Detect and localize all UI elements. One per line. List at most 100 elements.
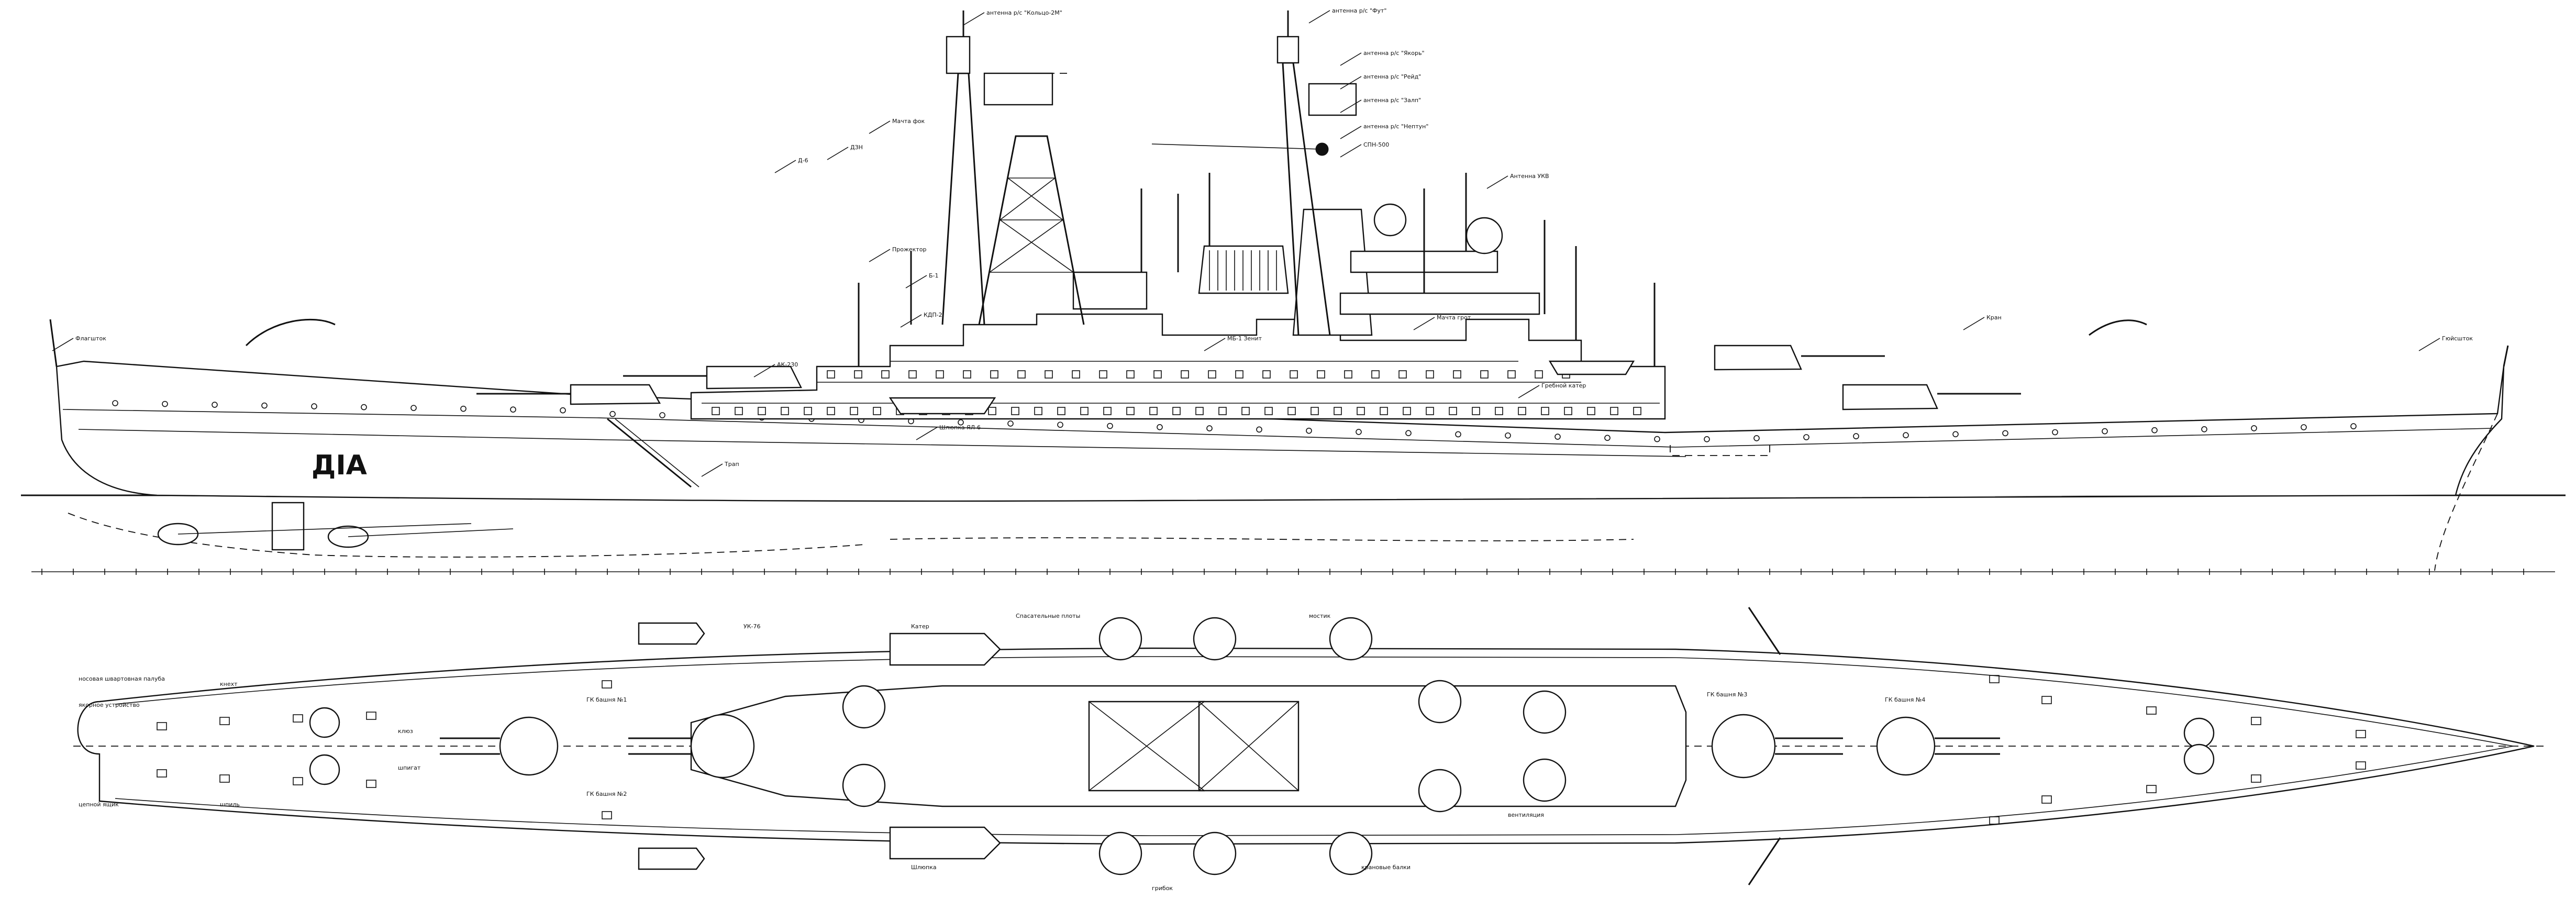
motor-boat-side — [889, 397, 996, 415]
mainmast-platform — [983, 72, 1053, 106]
mainmast-antenna-box — [946, 36, 971, 74]
window — [1218, 407, 1227, 415]
bridge-deck — [1339, 292, 1540, 315]
leader-line — [2418, 338, 2440, 351]
side-annotation-text: антенна р/с "Нептун" — [1363, 123, 1428, 130]
window — [1357, 407, 1365, 415]
window — [1235, 370, 1243, 379]
foremast-antenna-box — [1276, 36, 1300, 64]
side-annotation-text: КДП-2 — [924, 312, 942, 318]
porthole — [2002, 430, 2008, 437]
window — [1535, 370, 1543, 379]
secondary-mount — [1523, 758, 1567, 802]
deck-fitting — [2041, 795, 2052, 804]
window — [936, 370, 944, 379]
fwd-turret-1 — [1842, 384, 1938, 410]
side-annotation-text: антенна р/с "Кольцо-2М" — [986, 9, 1062, 16]
deck-edge-inner-bottom — [115, 746, 2514, 836]
plan-annotation-text: цепной ящик — [79, 801, 119, 808]
side-annotation-text: Мачта фок — [892, 118, 925, 125]
porthole — [311, 403, 317, 409]
porthole — [1455, 431, 1461, 438]
window — [1453, 370, 1461, 379]
porthole — [1505, 432, 1511, 439]
window — [1317, 370, 1325, 379]
capstan — [2183, 717, 2215, 749]
secondary-mount — [1523, 690, 1567, 734]
window — [1103, 407, 1112, 415]
side-annotation-text: Гребной катер — [1541, 382, 1586, 389]
porthole — [1803, 434, 1809, 440]
capstan — [309, 754, 340, 785]
window — [1195, 407, 1204, 415]
window — [1287, 407, 1296, 415]
window — [1472, 407, 1480, 415]
porthole — [460, 405, 467, 412]
funnel-plan-cross — [1089, 701, 1299, 791]
secondary-mounts-plan — [842, 617, 1567, 875]
stem-underwater-dashed — [2434, 413, 2498, 571]
window — [804, 407, 812, 415]
secondary-mount — [1193, 831, 1237, 875]
leader-line — [963, 12, 985, 26]
window — [1518, 407, 1526, 415]
mainmast-pole — [941, 72, 985, 325]
porthole — [2251, 425, 2257, 431]
plan-annotation-text: якорное устройство — [79, 702, 140, 708]
window — [1610, 407, 1618, 415]
porthole — [1206, 425, 1213, 431]
window — [908, 370, 917, 379]
porthole — [1107, 423, 1113, 429]
turrets-plan — [440, 714, 2000, 779]
forward-deck-bracket — [1670, 445, 1770, 456]
plan-annotation-text: ГК башня №2 — [586, 791, 627, 797]
leader-line — [1308, 10, 1330, 24]
hull-sheer-line — [62, 409, 2493, 448]
accommodation-ladder — [607, 418, 692, 488]
porthole — [2052, 429, 2058, 436]
porthole — [2201, 426, 2207, 432]
accommodation-ladder-rail — [615, 418, 699, 487]
leader-line — [827, 147, 849, 160]
window — [1072, 370, 1080, 379]
plan-annotation-text: ГК башня №4 — [1885, 696, 1925, 703]
window — [1153, 370, 1162, 379]
porthole — [1654, 436, 1660, 442]
plan-annotation-text: Спасательные плоты — [1016, 613, 1080, 619]
porthole — [112, 400, 118, 406]
boat-plan-1 — [889, 632, 1001, 666]
leader-line — [869, 120, 891, 134]
hull-marking-text: ДІА — [312, 450, 367, 481]
side-annotation-text: Флагшток — [75, 335, 106, 342]
window — [1057, 407, 1065, 415]
deck-fitting — [2251, 774, 2261, 783]
window — [1099, 370, 1107, 379]
director-kdp — [1373, 203, 1407, 237]
side-annotation-text: Прожектор — [892, 246, 926, 253]
porthole — [1753, 435, 1760, 441]
stern-underwater-dashed — [68, 513, 864, 558]
porthole — [2301, 424, 2307, 430]
plan-annotation-text: вентиляция — [1508, 812, 1544, 818]
window — [781, 407, 789, 415]
window — [1290, 370, 1298, 379]
window — [827, 370, 835, 379]
secondary-mount — [1193, 617, 1237, 661]
window — [1126, 370, 1135, 379]
baseline-ruler-ticks — [41, 569, 2524, 575]
side-annotation-text: АК-230 — [777, 361, 798, 368]
rudder — [271, 502, 305, 551]
hull-belt-line — [78, 429, 1686, 457]
porthole — [1057, 421, 1063, 428]
porthole — [1555, 434, 1561, 440]
leader-line — [1340, 52, 1362, 66]
bow-crane-arm — [2089, 319, 2147, 336]
foremast-stay — [1151, 143, 1323, 150]
secondary-mount — [1418, 680, 1462, 724]
plan-annotation-text: шпиль — [220, 801, 240, 808]
side-annotation-text: Антенна УКВ — [1510, 173, 1549, 180]
stern-crane-arm — [245, 318, 336, 347]
side-annotation-text: антенна р/с "Рейд" — [1363, 73, 1421, 80]
turret-plan-fwd-1 — [1711, 714, 1776, 779]
